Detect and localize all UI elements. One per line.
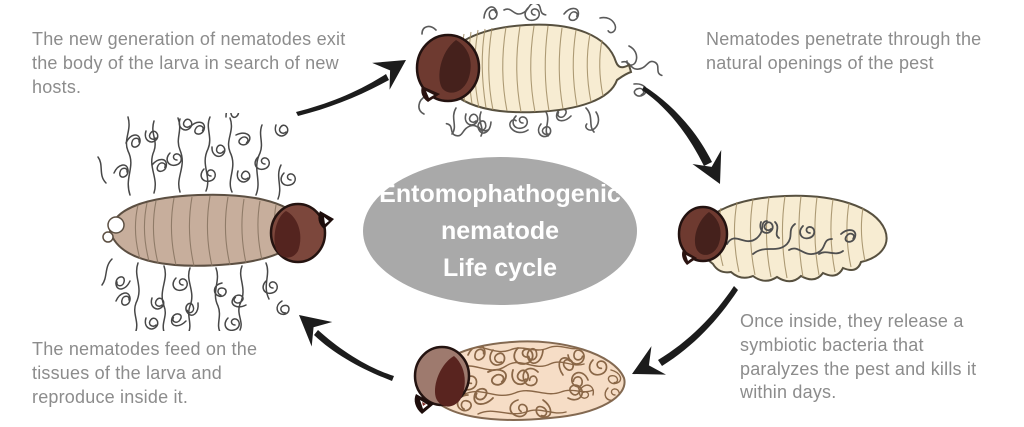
larva-head [413, 345, 471, 414]
larva-reproduction-icon [413, 340, 626, 421]
internal-nematodes [454, 344, 623, 420]
larva-body [695, 194, 888, 283]
cycle-title-line1: Entomophathogenic [379, 179, 621, 208]
caption-feed: The nematodes feed on the tissues of the… [32, 339, 258, 407]
cycle-arrow-exit-to-penetrate-icon [296, 46, 412, 116]
exiting-nematodes-bottom [101, 258, 292, 331]
larva-exit-icon [97, 113, 334, 331]
larva-head [269, 202, 334, 264]
cycle-title-line2: nematode [440, 216, 560, 245]
larva-penetration-icon [415, 4, 666, 139]
cycle-title-line3: Life cycle [443, 253, 557, 282]
larva-infected-icon [677, 194, 888, 283]
caption-penetrate: Nematodes penetrate through the natural … [706, 29, 982, 73]
cycle-arrow-penetrate-to-release-icon [642, 86, 733, 192]
cycle-arrow-feed-to-exit-icon [288, 302, 394, 381]
cycle-title-ellipse: Entomophathogenic nematode Life cycle [363, 157, 637, 305]
cycle-arrow-release-to-feed-icon [624, 286, 738, 388]
exiting-nematodes-top [97, 113, 297, 200]
internal-nematodes [726, 220, 859, 255]
caption-release: Once inside, they release a symbiotic ba… [740, 311, 977, 403]
larva-head [677, 205, 729, 265]
larva-head [415, 33, 481, 103]
caption-exit: The new generation of nematodes exit the… [32, 29, 346, 97]
